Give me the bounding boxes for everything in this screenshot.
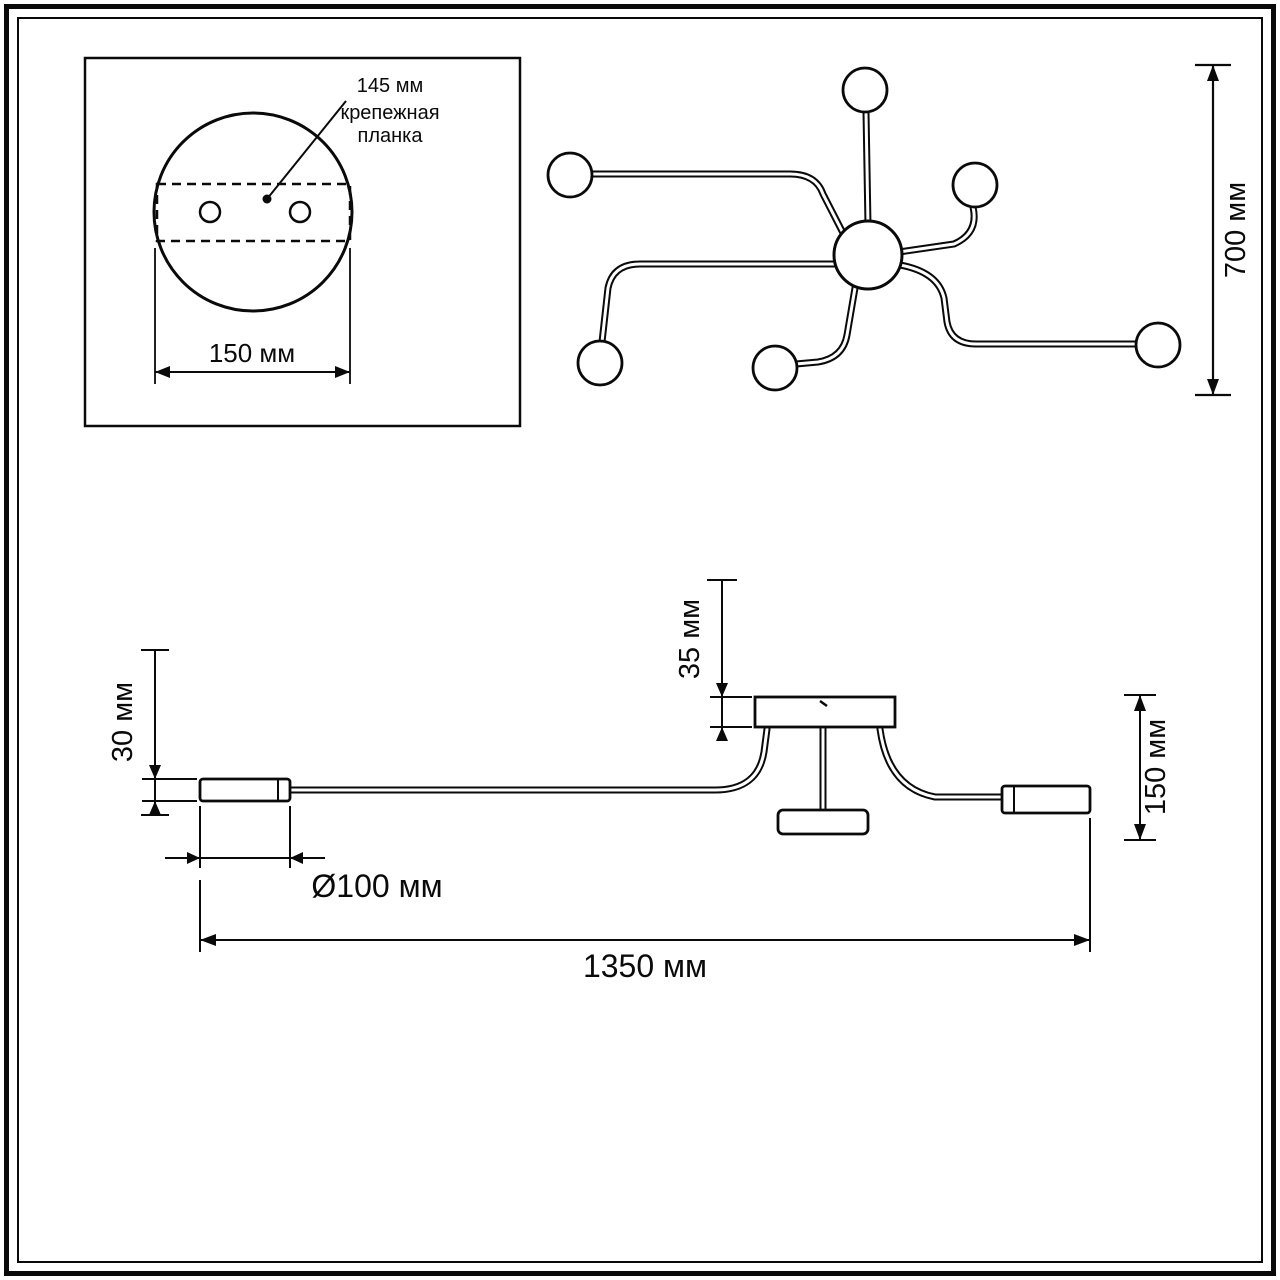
arm-bottom bbox=[792, 284, 859, 368]
side-arm-right-inner bbox=[878, 727, 1008, 799]
side-arm-main bbox=[282, 725, 771, 794]
dim-1350-label: 1350 мм bbox=[583, 948, 707, 984]
arrow-150-left bbox=[155, 366, 170, 378]
side-arm-right bbox=[876, 725, 1010, 801]
arm-lower-left bbox=[598, 260, 840, 346]
bulb-bottom bbox=[751, 344, 799, 392]
arm-upper-left-inner bbox=[590, 172, 845, 235]
bulb-top bbox=[841, 66, 889, 114]
arm-bottom-inner bbox=[794, 286, 857, 366]
mounting-hole-right bbox=[288, 200, 312, 224]
bulb-upper-right bbox=[951, 161, 999, 209]
arrow-150-right bbox=[335, 366, 350, 378]
mounting-plate-circle bbox=[152, 111, 354, 313]
arrow-1350-left bbox=[200, 934, 216, 946]
arm-top-inner bbox=[864, 110, 870, 227]
lamp-right bbox=[1000, 784, 1092, 815]
dim-d100-label: Ø100 мм bbox=[311, 868, 442, 904]
arrow-35-up bbox=[716, 727, 728, 741]
mounting-detail-box bbox=[83, 56, 522, 428]
arm-right-long bbox=[896, 261, 1141, 348]
arm-right-long-inner bbox=[898, 263, 1139, 346]
canopy-screw-mark bbox=[819, 699, 828, 708]
ceiling-canopy bbox=[753, 695, 897, 729]
bulb-lower-left bbox=[576, 339, 624, 387]
chandelier-side-view bbox=[141, 579, 1156, 952]
arrow-150r-top bbox=[1134, 695, 1146, 711]
arrow-30-down bbox=[149, 765, 161, 779]
dim-30-label: 30 мм bbox=[107, 682, 139, 762]
arrow-35-down bbox=[716, 683, 728, 697]
arrow-30-up bbox=[149, 801, 161, 815]
dim-35-label: 35 мм bbox=[674, 599, 706, 679]
bracket-label-line1: крепежная bbox=[340, 102, 439, 124]
bulb-upper-left bbox=[546, 151, 594, 199]
chandelier-top-view bbox=[546, 63, 1231, 397]
arrow-700-bottom bbox=[1207, 379, 1219, 395]
arrow-100-left bbox=[187, 852, 200, 864]
central-hub bbox=[832, 219, 904, 291]
lamp-bottom bbox=[776, 808, 870, 836]
dim-150-right-label: 150 мм bbox=[1140, 719, 1172, 815]
dim-700-label: 700 мм bbox=[1220, 182, 1252, 278]
arrow-150r-bottom bbox=[1134, 824, 1146, 840]
arm-upper-right-inner bbox=[897, 205, 976, 254]
detail-box-border bbox=[83, 56, 522, 428]
bulb-right bbox=[1134, 321, 1182, 369]
arrow-700-top bbox=[1207, 65, 1219, 81]
arrow-100-right bbox=[290, 852, 303, 864]
dim-150-label: 150 мм bbox=[209, 338, 295, 368]
arm-lower-left-inner bbox=[600, 262, 838, 344]
mounting-bracket-dashed bbox=[155, 182, 352, 243]
side-arm-main-inner bbox=[284, 727, 769, 792]
arrow-1350-right bbox=[1074, 934, 1090, 946]
leader-line bbox=[266, 100, 347, 200]
bracket-label-line2: планка bbox=[358, 125, 424, 147]
mounting-hole-left bbox=[198, 200, 222, 224]
dim-145-label: 145 мм bbox=[357, 75, 423, 97]
lamp-left bbox=[198, 777, 292, 803]
arm-upper-left bbox=[588, 170, 847, 237]
